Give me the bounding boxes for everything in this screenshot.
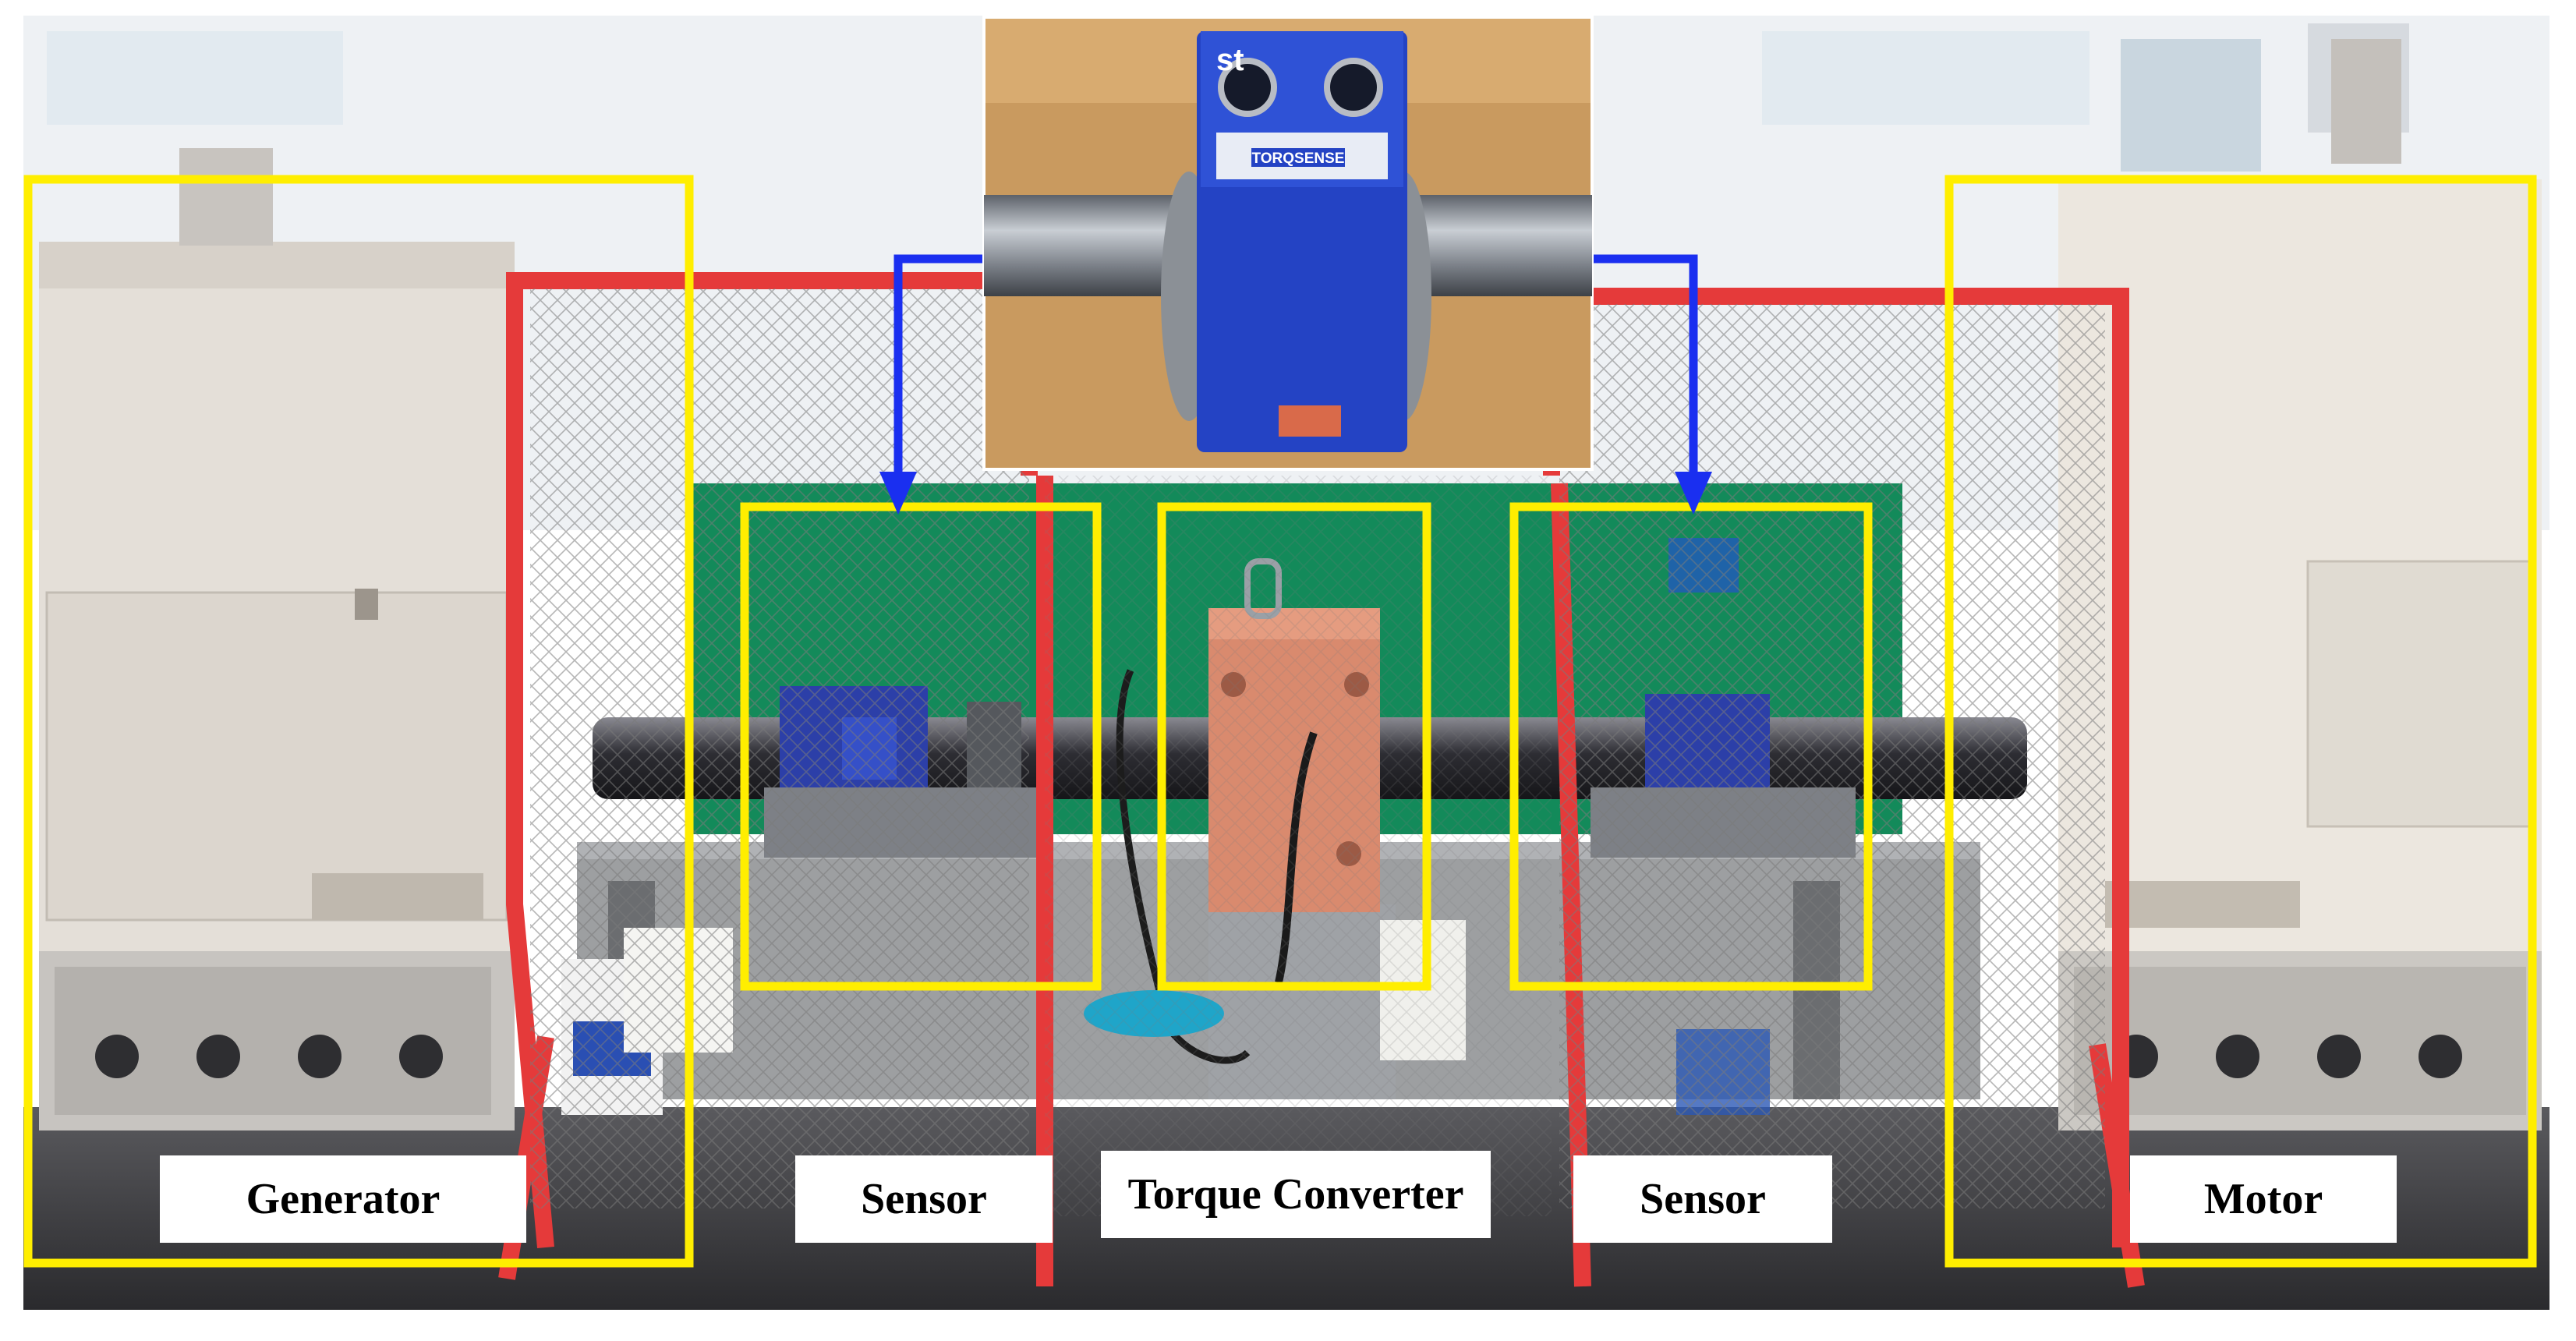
arrow-left (893, 254, 998, 476)
arrow-right (1591, 254, 1698, 476)
box-torque-converter (1157, 502, 1431, 991)
label-generator: Generator (160, 1155, 526, 1243)
label-sensor-right: Sensor (1573, 1155, 1832, 1243)
wire-mesh-left (530, 288, 1029, 1208)
wire-mesh-right (1559, 304, 2105, 1208)
box-motor (1944, 175, 2537, 1268)
motor-machine (2058, 39, 2542, 1130)
callout-arrows (893, 254, 1698, 476)
inset-sensor-photo: st TORQSENSE (982, 16, 1594, 471)
box-generator (23, 175, 694, 1268)
inset-product-text: TORQSENSE (1252, 150, 1345, 167)
generator-machine (39, 148, 515, 1130)
inset-brand-mark: st (1216, 43, 1244, 77)
label-motor: Motor (2130, 1155, 2397, 1243)
label-sensor-left: Sensor (795, 1155, 1053, 1243)
box-sensor-left (740, 502, 1102, 991)
label-torque-converter: Torque Converter (1101, 1151, 1491, 1238)
